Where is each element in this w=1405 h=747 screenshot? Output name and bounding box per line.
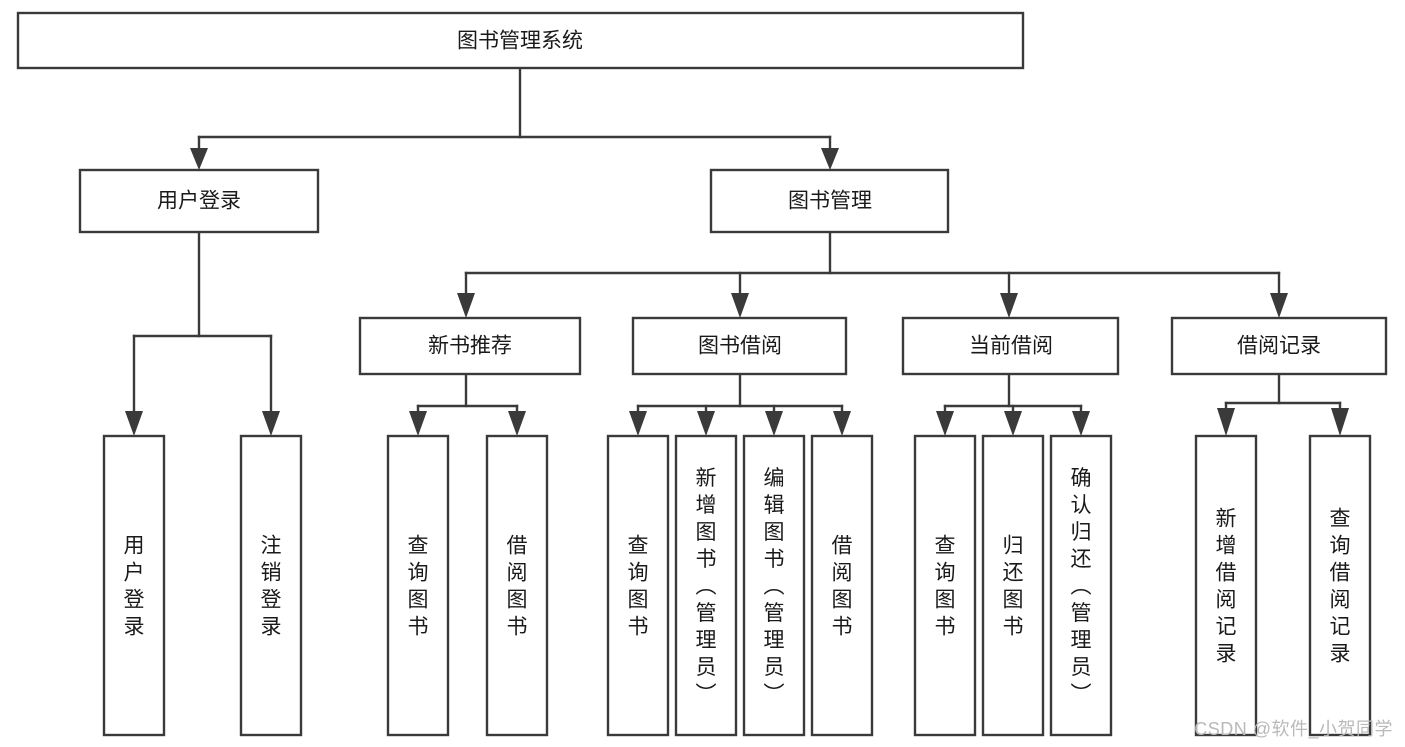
- node-new-book-recommend[interactable]: 新书推荐: [358, 316, 582, 376]
- arrowhead-user-login: [190, 148, 208, 170]
- node-book-manage-box[interactable]: [709, 168, 950, 234]
- arrowhead-leaf-query-borrow-record: [1331, 408, 1349, 436]
- arrowhead-leaf-query-book-rec: [409, 411, 427, 436]
- arrowhead-leaf-add-book-admin: [697, 411, 715, 436]
- csdn-watermark: CSDN @软件_小贺同学: [1194, 719, 1393, 739]
- leaf-query-book-rec-label: 查询图书: [408, 535, 429, 639]
- node-root[interactable]: 图书管理系统: [16, 11, 1025, 70]
- leaf-query-book-borrow-label: 查询图书: [628, 535, 649, 639]
- node-current-borrow-label: 当前借阅: [969, 335, 1053, 358]
- arrowhead-leaf-edit-book-admin: [765, 411, 783, 436]
- leaf-borrow-book-box[interactable]: [810, 434, 874, 737]
- arrowhead-current-borrow: [1000, 293, 1018, 318]
- leaf-query-book-current[interactable]: 查询图书: [913, 434, 977, 737]
- leaf-query-book-current-label: 查询图书: [935, 535, 956, 639]
- node-borrow-record-label: 借阅记录: [1237, 335, 1321, 358]
- leaf-return-book-label: 归还图书: [1003, 535, 1024, 639]
- node-user-login-box[interactable]: [78, 168, 320, 234]
- leaf-query-book-rec[interactable]: 查询图书: [386, 434, 450, 737]
- leaf-edit-book-admin-label: 编辑图书︵管理员︶: [764, 467, 785, 706]
- arrowhead-leaf-return-book: [1004, 411, 1022, 436]
- arrowhead-new-book-recommend: [457, 293, 475, 318]
- leaf-return-book[interactable]: 归还图书: [981, 434, 1045, 737]
- leaf-query-book-rec-box[interactable]: [386, 434, 450, 737]
- node-current-borrow[interactable]: 当前借阅: [901, 316, 1120, 376]
- leaf-query-book-borrow-box[interactable]: [606, 434, 670, 737]
- node-book-manage-label: 图书管理: [788, 190, 872, 213]
- leaf-borrow-book-label: 借阅图书: [832, 535, 853, 639]
- node-borrow-record-box[interactable]: [1170, 316, 1388, 376]
- leaf-add-book-admin[interactable]: 新增图书︵管理员︶: [674, 434, 738, 737]
- leaf-node-layer: 用户登录 注销登录 查询图书 借阅图书 查询图书 新增图书︵管理员︶: [102, 434, 1372, 737]
- node-new-book-recommend-box[interactable]: [358, 316, 582, 376]
- arrowhead-book-manage: [821, 148, 839, 170]
- leaf-add-book-admin-label: 新增图书︵管理员︶: [696, 467, 717, 706]
- leaf-query-borrow-record[interactable]: 查询借阅记录: [1308, 434, 1372, 737]
- node-book-borrow[interactable]: 图书借阅: [631, 316, 848, 376]
- node-book-borrow-label: 图书借阅: [698, 335, 782, 358]
- leaf-user-login[interactable]: 用户登录: [102, 434, 166, 737]
- arrowhead-leaf-user-login: [125, 411, 143, 436]
- leaf-borrow-book-rec-box[interactable]: [485, 434, 549, 737]
- leaf-query-book-borrow[interactable]: 查询图书: [606, 434, 670, 737]
- node-book-borrow-box[interactable]: [631, 316, 848, 376]
- leaf-user-login-label: 用户登录: [124, 535, 145, 639]
- leaf-edit-book-admin[interactable]: 编辑图书︵管理员︶: [742, 434, 806, 737]
- leaf-borrow-book[interactable]: 借阅图书: [810, 434, 874, 737]
- node-new-book-recommend-label: 新书推荐: [428, 335, 512, 358]
- node-root-label: 图书管理系统: [457, 30, 583, 53]
- arrowhead-leaf-borrow-book: [833, 411, 851, 436]
- arrowhead-leaf-confirm-return-admin: [1072, 411, 1090, 436]
- node-root-box[interactable]: [16, 11, 1025, 70]
- connector-layer: [125, 66, 1349, 436]
- leaf-add-borrow-record-label: 新增借阅记录: [1216, 508, 1237, 666]
- leaf-query-book-current-box[interactable]: [913, 434, 977, 737]
- arrowhead-leaf-user-logout: [262, 411, 280, 436]
- leaf-edit-book-admin-box[interactable]: [742, 434, 806, 737]
- leaf-query-borrow-record-label: 查询借阅记录: [1330, 508, 1351, 666]
- node-user-login[interactable]: 用户登录: [78, 168, 320, 234]
- leaf-user-login-box[interactable]: [102, 434, 166, 737]
- node-borrow-record[interactable]: 借阅记录: [1170, 316, 1388, 376]
- leaf-return-book-box[interactable]: [981, 434, 1045, 737]
- leaf-confirm-return-admin-box[interactable]: [1049, 434, 1113, 737]
- leaf-borrow-book-rec-label: 借阅图书: [507, 535, 528, 639]
- leaf-add-borrow-record[interactable]: 新增借阅记录: [1194, 434, 1258, 737]
- arrowhead-leaf-query-book-borrow: [629, 411, 647, 436]
- leaf-add-book-admin-box[interactable]: [674, 434, 738, 737]
- node-user-login-label: 用户登录: [157, 190, 241, 213]
- node-current-borrow-box[interactable]: [901, 316, 1120, 376]
- leaf-confirm-return-admin-label: 确认归还︵管理员︶: [1071, 467, 1092, 706]
- leaf-user-logout[interactable]: 注销登录: [239, 434, 303, 737]
- arrowhead-leaf-add-borrow-record: [1217, 408, 1235, 436]
- leaf-add-borrow-record-box[interactable]: [1194, 434, 1258, 737]
- arrowhead-leaf-borrow-book-rec: [508, 411, 526, 436]
- leaf-borrow-book-rec[interactable]: 借阅图书: [485, 434, 549, 737]
- arrowhead-leaf-query-book-current: [936, 411, 954, 436]
- leaf-user-logout-box[interactable]: [239, 434, 303, 737]
- leaf-query-borrow-record-box[interactable]: [1308, 434, 1372, 737]
- leaf-confirm-return-admin[interactable]: 确认归还︵管理员︶: [1049, 434, 1113, 737]
- node-book-manage[interactable]: 图书管理: [709, 168, 950, 234]
- arrowhead-borrow-record: [1270, 293, 1288, 318]
- leaf-user-logout-label: 注销登录: [261, 535, 282, 639]
- arrowhead-book-borrow: [731, 293, 749, 318]
